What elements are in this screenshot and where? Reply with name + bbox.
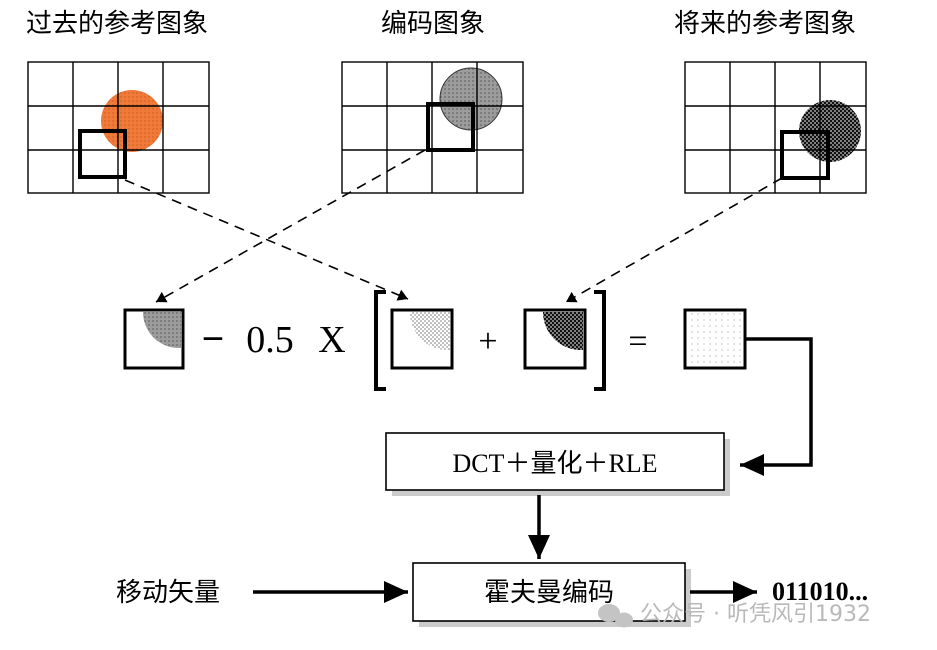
minus-sign: −	[202, 316, 225, 361]
coded-picture-grid	[341, 61, 524, 194]
transform-box: DCT＋量化＋RLE	[385, 432, 725, 491]
future-reference-label: 将来的参考图象	[674, 9, 856, 39]
dashed-arrow-past-to-forward	[124, 179, 409, 301]
watermark-text: 公众号 · 听凭风引1932	[640, 602, 871, 627]
residual-block	[683, 308, 747, 370]
past-matching-block	[78, 129, 127, 179]
transform-box-label: DCT＋量化＋RLE	[452, 449, 657, 478]
past-reference-grid	[27, 61, 210, 194]
output-bits: 011010...	[772, 577, 868, 606]
factor-value: 0.5	[246, 319, 294, 361]
times-sign: X	[318, 319, 345, 361]
right-bracket	[594, 290, 606, 391]
equals-sign: =	[628, 323, 647, 360]
plus-sign: +	[478, 323, 497, 360]
wechat-icon	[598, 604, 633, 628]
forward-predicted-block	[390, 308, 454, 370]
backward-predicted-block	[523, 308, 587, 370]
dashed-arrow-future-to-backward	[565, 177, 783, 303]
huffman-box: 霍夫曼编码	[412, 562, 686, 622]
residual-connector	[740, 337, 813, 476]
motion-vector-label: 移动矢量	[116, 578, 220, 608]
past-reference-label: 过去的参考图象	[26, 9, 208, 39]
future-matching-block	[780, 130, 830, 180]
current-block	[123, 308, 185, 370]
left-bracket	[374, 290, 386, 391]
coded-picture-label: 编码图象	[381, 9, 485, 39]
dashed-arrow-coded-to-current	[155, 149, 426, 303]
watermark: 公众号 · 听凭风引1932	[598, 602, 871, 628]
future-reference-grid	[684, 61, 867, 194]
coded-current-block	[426, 102, 475, 152]
huffman-box-label: 霍夫曼编码	[484, 578, 614, 608]
past-object-circle	[101, 90, 163, 152]
